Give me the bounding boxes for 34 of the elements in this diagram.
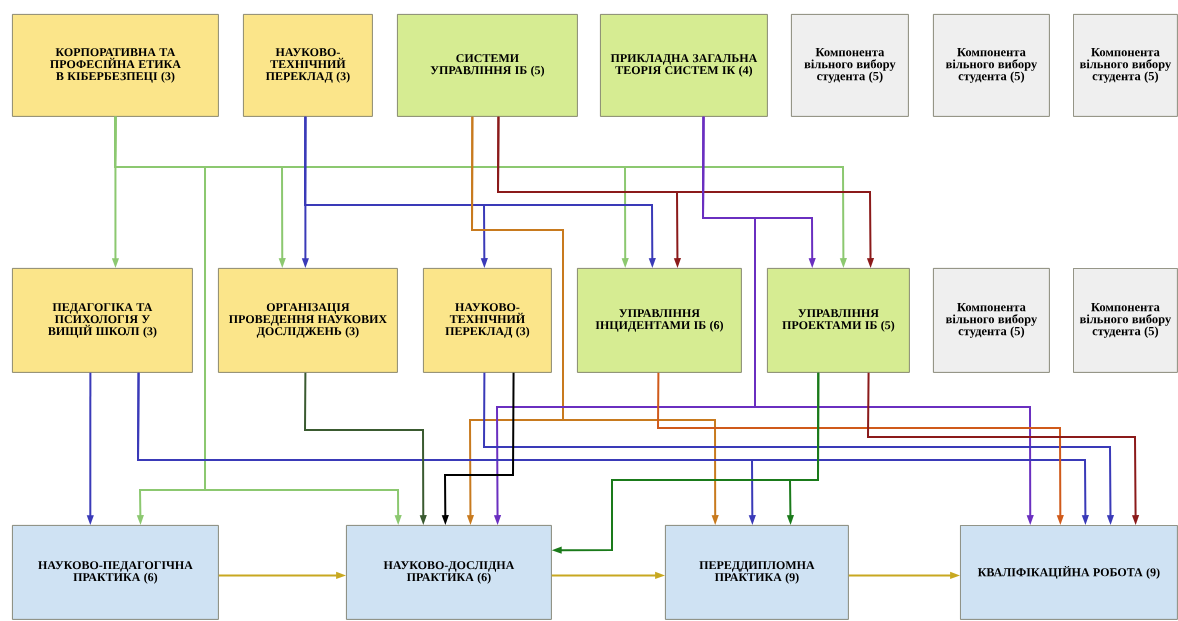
- arrow: [86, 371, 94, 525]
- course-box: КОРПОРАТИВНА ТА ПРОФЕСІЙНА ЕТИКА В КІБЕРБЕЗПЕЦІ (3): [12, 14, 219, 117]
- course-box: УПРАВЛІННЯ ПРОЕКТАМИ ІБ (5): [767, 268, 910, 373]
- practice-box: ПЕРЕДДИПЛОМНА ПРАКТИКА (9): [665, 525, 849, 620]
- arrow: [483, 371, 1115, 525]
- practice-box: НАУКОВО-ДОСЛІДНА ПРАКТИКА (6): [346, 525, 552, 620]
- arrow: [551, 371, 820, 554]
- course-box: ПЕДАГОГІКА ТА ПСИХОЛОГІЯ У ВИЩІЙ ШКОЛІ (3): [12, 268, 193, 373]
- arrow: [702, 115, 1034, 525]
- practice-box: НАУКОВО-ПЕДАГОГІЧНА ПРАКТИКА (6): [12, 525, 219, 620]
- arrow: [867, 371, 1140, 525]
- arrow: [497, 115, 875, 268]
- course-box: НАУКОВО-ТЕХНІЧНИЙ ПЕРЕКЛАД (3): [423, 268, 552, 373]
- arrow: [847, 571, 960, 580]
- course-box: Компонента вільного вибору студента (5): [1073, 14, 1178, 117]
- course-box: Компонента вільного вибору студента (5): [933, 268, 1050, 373]
- course-box: УПРАВЛІННЯ ІНЦИДЕНТАМИ ІБ (6): [577, 268, 742, 373]
- arrow: [471, 115, 719, 525]
- course-box: Компонента вільного вибору студента (5): [791, 14, 909, 117]
- arrow: [137, 371, 1089, 525]
- course-box: ОРГАНІЗАЦІЯ ПРОВЕДЕННЯ НАУКОВИХ ДОСЛІДЖЕНЬ (3): [218, 268, 398, 373]
- arrow: [304, 115, 656, 268]
- course-box: СИСТЕМИ УПРАВЛІННЯ ІБ (5): [397, 14, 578, 117]
- arrow: [217, 571, 346, 580]
- course-box: Компонента вільного вибору студента (5): [1073, 268, 1178, 373]
- course-box: Компонента вільного вибору студента (5): [933, 14, 1050, 117]
- arrow: [441, 371, 515, 525]
- arrow: [114, 115, 847, 268]
- arrow: [657, 371, 1064, 525]
- arrow: [550, 571, 665, 580]
- course-box: НАУКОВО-ТЕХНІЧНИЙ ПЕРЕКЛАД (3): [243, 14, 373, 117]
- practice-box: КВАЛІФІКАЦІЙНА РОБОТА (9): [960, 525, 1178, 620]
- course-box: ПРИКЛАДНА ЗАГАЛЬНА ТЕОРІЯ СИСТЕМ ІК (4): [600, 14, 768, 117]
- arrow: [304, 371, 427, 525]
